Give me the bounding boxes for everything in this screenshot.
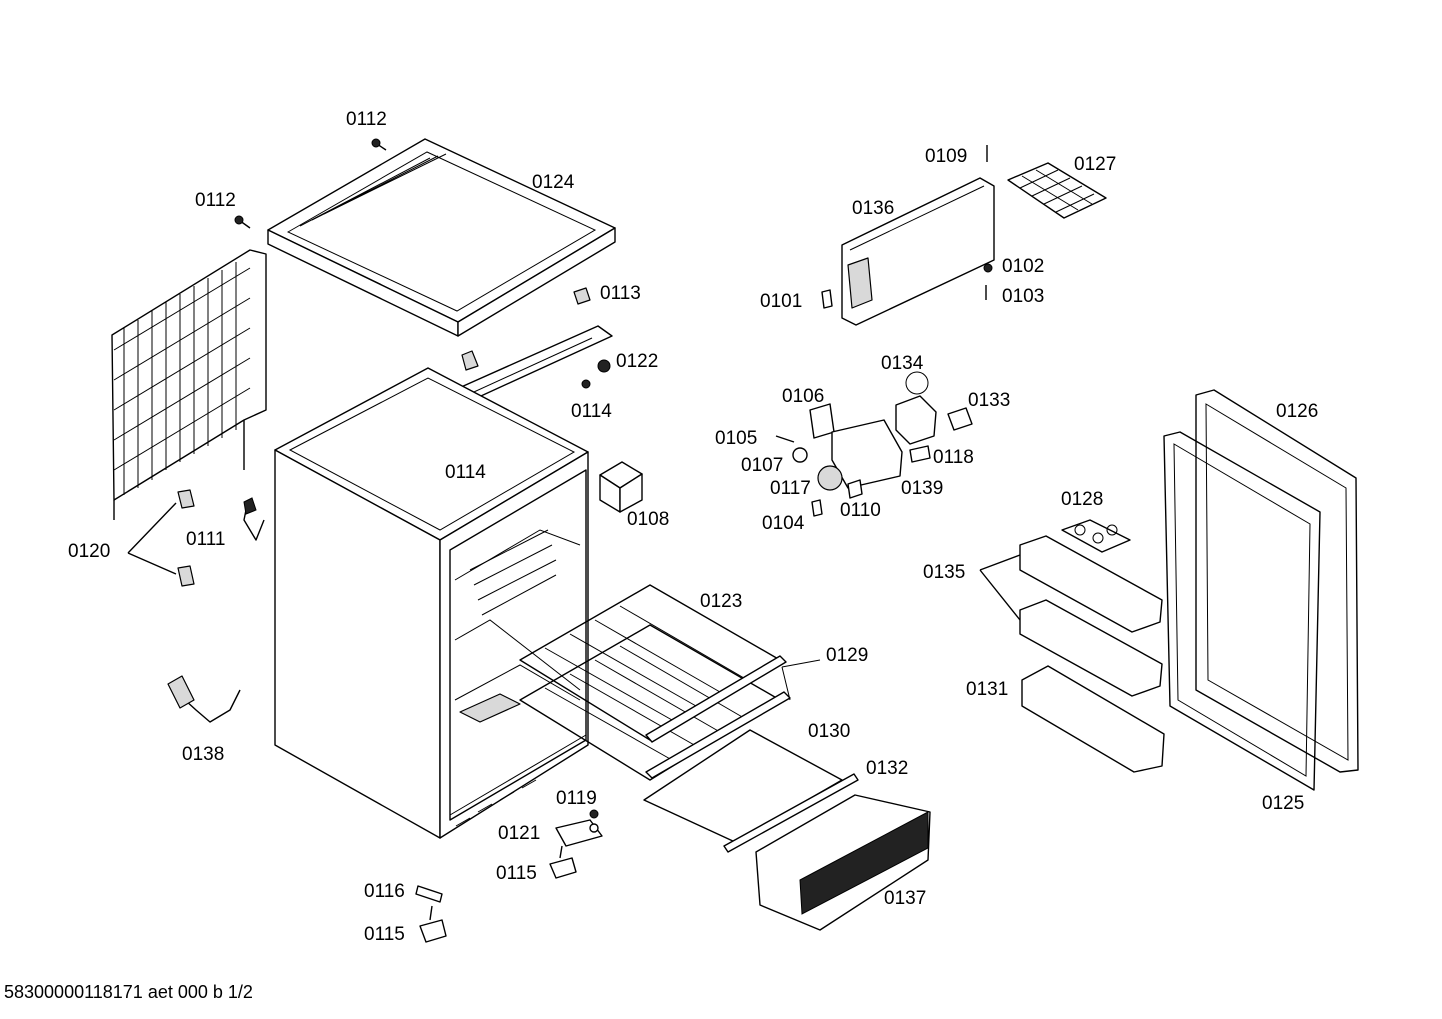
- callout-0139: 0139: [901, 478, 943, 499]
- part-bracket: [599, 461, 643, 513]
- part-feet: [415, 809, 603, 943]
- callout-0119: 0119: [556, 788, 597, 809]
- callout-0103: 0103: [1002, 286, 1044, 307]
- callout-0104: 0104: [762, 513, 805, 534]
- part-cover-screws: [234, 138, 387, 229]
- part-fridge-door: [1195, 389, 1359, 773]
- callout-0112-top: 0112: [346, 109, 387, 130]
- callout-0114-center: 0114: [445, 462, 486, 483]
- part-drain-hose: [243, 497, 265, 541]
- callout-0123: 0123: [700, 591, 742, 612]
- callout-0101: 0101: [760, 291, 802, 312]
- callout-0118: 0118: [933, 447, 974, 468]
- callout-0107: 0107: [741, 455, 783, 476]
- callout-0114-right: 0114: [571, 401, 612, 422]
- part-glass-shelf: [643, 729, 859, 853]
- callout-0111: 0111: [186, 529, 225, 550]
- part-top-cover: [267, 138, 616, 337]
- callout-0125: 0125: [1262, 793, 1304, 814]
- callout-0122: 0122: [616, 351, 658, 372]
- callout-0115-upper: 0115: [496, 863, 537, 884]
- callout-0136: 0136: [852, 198, 894, 219]
- callout-0134: 0134: [881, 353, 924, 374]
- callout-0112-left: 0112: [195, 190, 236, 211]
- callout-0121: 0121: [498, 823, 540, 844]
- callout-0133: 0133: [968, 390, 1010, 411]
- callout-0132: 0132: [866, 758, 908, 779]
- callout-0109: 0109: [925, 146, 967, 167]
- callout-0131: 0131: [966, 679, 1008, 700]
- part-wire-shelves: [519, 584, 791, 781]
- callout-0135: 0135: [923, 562, 965, 583]
- callout-0117: 0117: [770, 478, 811, 499]
- callout-0138: 0138: [182, 744, 224, 765]
- callout-0124: 0124: [532, 172, 575, 193]
- part-condenser-clips: [127, 489, 195, 587]
- callout-0105: 0105: [715, 428, 757, 449]
- part-door-shelves: [979, 519, 1165, 773]
- callout-0110: 0110: [840, 500, 881, 521]
- part-crisper-drawer: [755, 794, 931, 931]
- callout-0113: 0113: [600, 283, 641, 304]
- callout-0102: 0102: [1002, 256, 1044, 277]
- part-thermostat-assembly: [775, 371, 973, 517]
- callout-0128: 0128: [1061, 489, 1103, 510]
- part-cover-clip: [461, 287, 591, 371]
- leader-lines: [781, 659, 821, 701]
- part-power-cable: [167, 675, 241, 723]
- part-door-gasket: [1163, 431, 1321, 791]
- callout-0116: 0116: [364, 881, 405, 902]
- callout-0108: 0108: [627, 509, 669, 530]
- callout-0137: 0137: [884, 888, 926, 909]
- callout-0127: 0127: [1074, 154, 1116, 175]
- callout-0115-lower: 0115: [364, 924, 405, 945]
- document-code: 58300000118171 aet 000 b 1/2: [4, 982, 253, 1002]
- part-cabinet: [274, 367, 589, 839]
- part-freezer-door: [821, 145, 995, 326]
- callout-0126: 0126: [1276, 401, 1318, 422]
- callout-0120: 0120: [68, 541, 110, 562]
- part-condenser: [111, 249, 267, 520]
- part-ice-tray: [1007, 162, 1107, 219]
- callout-0130: 0130: [808, 721, 850, 742]
- callout-labels: 0112 0112 0124 0113 0122 0114 0114 0108 …: [68, 109, 1318, 945]
- callout-0106: 0106: [782, 386, 824, 407]
- callout-0129: 0129: [826, 645, 868, 666]
